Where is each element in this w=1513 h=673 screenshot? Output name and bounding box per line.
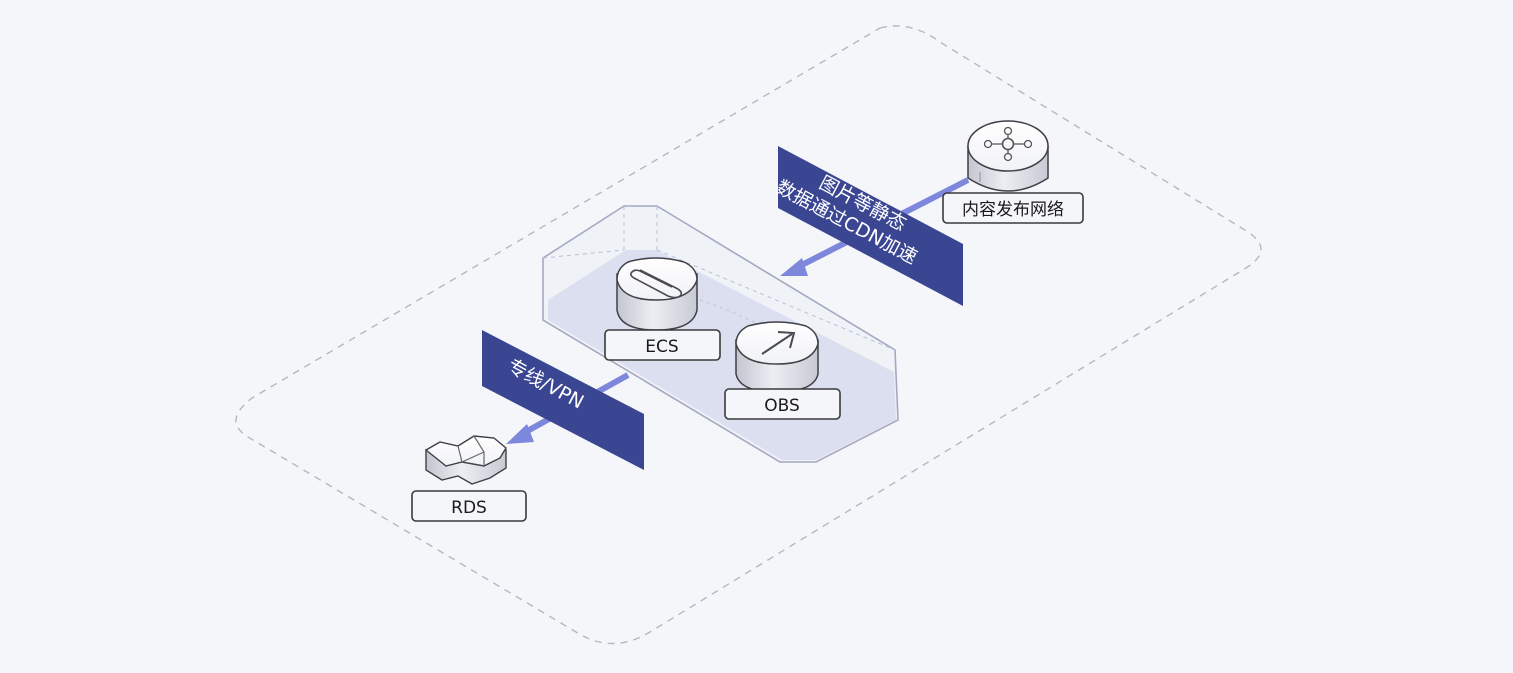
cdn-node[interactable]: 内容发布网络 xyxy=(942,120,1084,224)
upload-arrow-icon xyxy=(735,321,819,393)
cdn-hub-icon xyxy=(967,120,1049,192)
cdn-label: 内容发布网络 xyxy=(962,200,1064,220)
region-boundary xyxy=(235,25,1262,645)
cdn-route-banner: 图片等静态 数据通过CDN加速 xyxy=(772,146,963,306)
rds-node[interactable]: RDS xyxy=(411,435,527,522)
paperclip-icon xyxy=(616,257,698,331)
rds-label: RDS xyxy=(451,498,487,518)
database-hex-icon xyxy=(424,435,507,485)
obs-node[interactable]: OBS xyxy=(724,321,841,420)
vpn-route-banner: 专线/VPN xyxy=(482,330,644,470)
obs-label: OBS xyxy=(764,396,800,416)
ecs-node[interactable]: ECS xyxy=(604,257,721,361)
ecs-label: ECS xyxy=(645,337,678,357)
